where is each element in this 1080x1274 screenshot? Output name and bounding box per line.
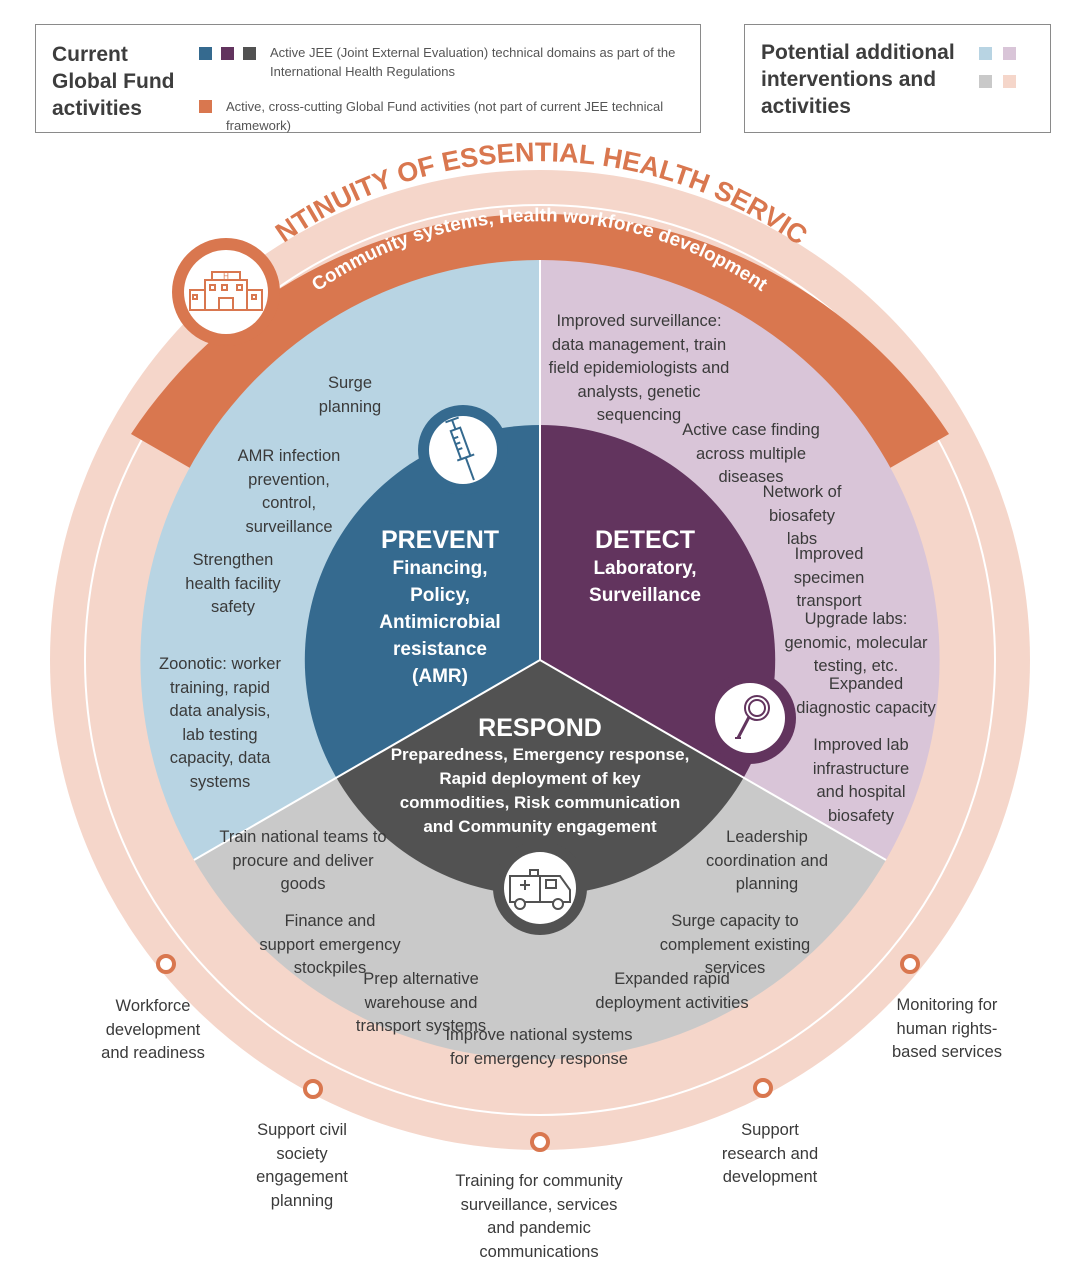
respond-item: Train national teams to procure and deli…: [219, 828, 387, 893]
magnifier-icon: [704, 672, 796, 764]
prevent-subheading: Financing, Policy, Antimicrobial resista…: [379, 558, 501, 687]
swatch-peach: [1003, 75, 1016, 88]
community-systems-band: [131, 213, 949, 468]
swatch-respond: [243, 47, 256, 60]
outer-item: Workforce development and readiness: [101, 997, 205, 1062]
peach-ring-inner-line: [84, 204, 996, 1116]
prevent-item: AMR infection prevention, control, surve…: [237, 447, 341, 536]
svg-text:H: H: [223, 272, 229, 281]
prevent-heading: PREVENT: [380, 526, 500, 554]
respond-item: Prep alternative warehouse and transport…: [355, 970, 487, 1035]
respond-item: Improve national systems for emergency r…: [445, 1026, 633, 1068]
legend-potential-title: Potential additional interventions and a…: [761, 41, 955, 118]
outer-dot: [303, 1079, 323, 1099]
outer-dot: [530, 1132, 550, 1152]
detect-item: Expanded diagnostic capacity: [796, 675, 936, 717]
prevent-item: Strengthen health facility safety: [185, 551, 281, 616]
outer-item: Support research and development: [721, 1121, 819, 1186]
respond-item: Finance and support emergency stockpiles: [259, 912, 401, 977]
prevent-item: Surge planning: [318, 374, 382, 416]
swatch-respond-light: [979, 75, 992, 88]
detect-core-title: DETECT Laboratory, Surveillance: [570, 525, 720, 609]
outer-item: Support civil society engagement plannin…: [256, 1121, 348, 1210]
outer-item: Training for community surveillance, ser…: [455, 1172, 623, 1261]
legend-potential-activities: Potential additional interventions and a…: [744, 24, 1051, 133]
detect-heading: DETECT: [595, 526, 695, 554]
detect-item: Active case finding across multiple dise…: [682, 421, 820, 486]
prevent-core-title: PREVENT Financing, Policy, Antimicrobial…: [340, 525, 540, 690]
respond-core-title: RESPOND Preparedness, Emergency response…: [390, 713, 690, 839]
outer-dot: [753, 1078, 773, 1098]
detect-item: Upgrade labs: genomic, molecular testing…: [784, 610, 928, 675]
legend-current-activities: Current Global Fund activities Active JE…: [35, 24, 701, 133]
detect-subheading: Laboratory, Surveillance: [589, 558, 701, 606]
prevent-item: Zoonotic: worker training, rapid data an…: [159, 655, 281, 791]
detect-item: Network of biosafety labs: [762, 483, 842, 548]
swatch-cross-cutting: [199, 100, 212, 113]
legend-cross-text: Active, cross-cutting Global Fund activi…: [226, 99, 664, 133]
legend-current-title: Current Global Fund activities: [52, 43, 175, 120]
detect-item: Improved surveillance: data management, …: [548, 312, 730, 424]
legend-jee-text: Active JEE (Joint External Evaluation) t…: [270, 45, 676, 79]
outer-dot: [156, 954, 176, 974]
ambulance-icon: [493, 841, 587, 935]
respond-subheading: Preparedness, Emergency response, Rapid …: [390, 745, 690, 836]
swatch-detect: [221, 47, 234, 60]
hospital-icon: H: [172, 238, 280, 346]
respond-item: Surge capacity to complement existing se…: [659, 912, 811, 977]
respond-item: Expanded rapid deployment activities: [595, 970, 749, 1012]
syringe-icon: [418, 405, 508, 495]
swatch-prevent: [199, 47, 212, 60]
swatch-prevent-light: [979, 47, 992, 60]
outer-dot: [900, 954, 920, 974]
detect-item: Improved specimen transport: [793, 545, 865, 610]
respond-item: Leadership coordination and planning: [705, 828, 828, 893]
prevent-core: [304, 424, 540, 777]
swatch-detect-light: [1003, 47, 1016, 60]
respond-heading: RESPOND: [478, 714, 602, 742]
detect-item: Improved lab infrastructure and hospital…: [812, 736, 910, 825]
outer-item: Monitoring for human rights-based servic…: [891, 996, 1003, 1061]
